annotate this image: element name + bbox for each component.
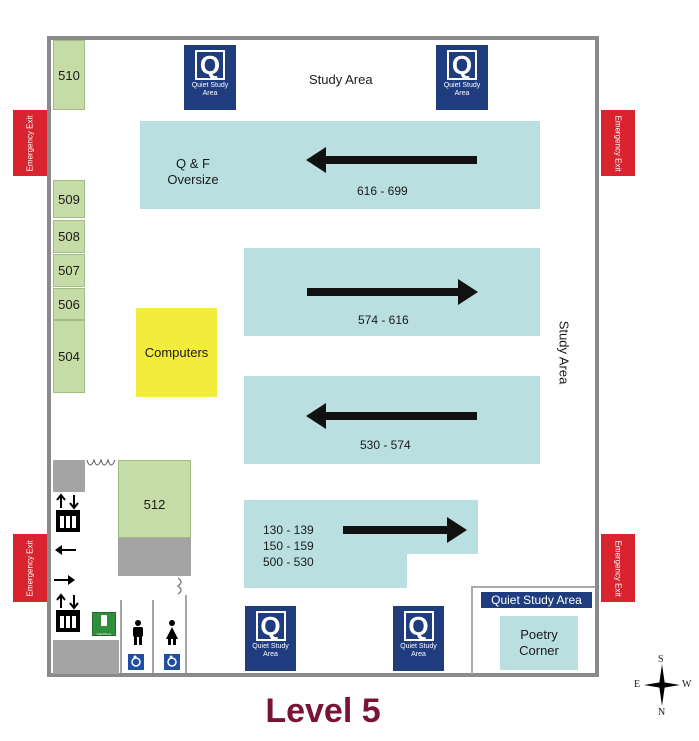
computers-area: Computers — [136, 308, 217, 397]
room-510: 510 — [53, 40, 85, 110]
exit-arrows — [54, 545, 76, 585]
room-506: 506 — [53, 288, 85, 320]
room-label: 509 — [58, 191, 80, 207]
stair-symbol — [86, 458, 116, 466]
elevator-icon — [56, 493, 80, 532]
women-restroom-icon — [166, 620, 178, 645]
arrow-right-icon — [307, 279, 478, 305]
room-label: 506 — [58, 296, 80, 312]
room-512: 512 — [118, 460, 191, 538]
room-508: 508 — [53, 220, 85, 253]
room-504: 504 — [53, 320, 85, 393]
compass-n: N — [658, 707, 666, 718]
q-letter-icon: Q — [255, 611, 286, 641]
poetry-corner: Poetry Corner — [500, 616, 578, 670]
quiet-study-banner: Quiet Study Area — [481, 592, 592, 608]
room-label: 510 — [58, 67, 80, 83]
emergency-exit-northwest: Emergency Exit — [13, 110, 47, 176]
call-range-line-2: 150 - 159 — [263, 539, 314, 553]
call-range-line-1: 130 - 139 — [263, 523, 314, 537]
quiet-badge-text: Quiet Study Area — [191, 82, 229, 97]
emergency-exit-northeast: Emergency Exit — [601, 110, 635, 176]
call-range-label: 574 - 616 — [358, 313, 409, 327]
compass: S E W N — [632, 654, 696, 722]
quiet-study-badge-top-right: Q Quiet Study Area — [436, 45, 488, 110]
room-label: 512 — [143, 497, 166, 512]
men-restroom-icon — [133, 620, 143, 645]
storage-block — [118, 538, 191, 576]
quiet-study-banner-label: Quiet Study Area — [491, 593, 582, 607]
room-label: 508 — [58, 229, 80, 244]
q-letter-icon: Q — [447, 50, 477, 80]
quiet-study-badge-top-left: Q Quiet Study Area — [184, 45, 236, 110]
compass-w: W — [682, 679, 692, 690]
service-block — [53, 460, 85, 492]
cell-phone-zone-sign: Cell Phone Zone — [92, 612, 116, 640]
quiet-badge-text: Quiet Study Area — [443, 82, 481, 97]
accessible-icon — [128, 654, 144, 670]
arrow-right-icon — [343, 517, 467, 543]
q-letter-icon: Q — [195, 50, 225, 80]
study-area-top-label: Study Area — [309, 72, 373, 87]
compass-rose-icon — [644, 664, 680, 706]
room-507: 507 — [53, 254, 85, 287]
compass-e: E — [634, 679, 641, 690]
stack-130-530-lower — [244, 553, 407, 588]
phone-icon — [101, 615, 107, 626]
arrow-left-icon — [306, 147, 477, 173]
restroom-walls — [120, 577, 187, 673]
call-range-label: 616 - 699 — [357, 184, 408, 198]
quiet-study-room — [471, 586, 595, 674]
quiet-study-badge-bottom-right: Q Quiet Study Area — [393, 606, 444, 671]
stack-616-699 — [140, 121, 540, 209]
map-title: Level 5 — [265, 692, 381, 730]
room-label: 504 — [58, 349, 80, 364]
compass-s: S — [658, 654, 664, 665]
emergency-exit-southwest: Emergency Exit — [13, 534, 47, 602]
call-range-line-3: 500 - 530 — [263, 555, 314, 569]
call-range-label: 530 - 574 — [360, 438, 411, 452]
qf-oversize-label: Q & F Oversize — [167, 156, 219, 187]
emergency-exit-southeast: Emergency Exit — [601, 534, 635, 602]
poetry-corner-label: Poetry Corner — [519, 627, 559, 658]
quiet-study-badge-bottom-left: Q Quiet Study Area — [245, 606, 296, 671]
quiet-badge-text: Quiet Study Area — [400, 643, 437, 658]
room-label: 507 — [58, 263, 80, 278]
elevator-shaft — [53, 640, 119, 674]
elevator-icon — [56, 593, 80, 632]
quiet-badge-text: Quiet Study Area — [252, 643, 289, 658]
cell-phone-zone-label: Cell Phone Zone — [96, 632, 112, 640]
accessible-icon — [164, 654, 180, 670]
room-509: 509 — [53, 180, 85, 218]
study-area-right-label: Study Area — [556, 320, 572, 385]
computers-label: Computers — [144, 345, 209, 360]
arrow-left-icon — [306, 403, 477, 429]
q-letter-icon: Q — [403, 611, 434, 641]
